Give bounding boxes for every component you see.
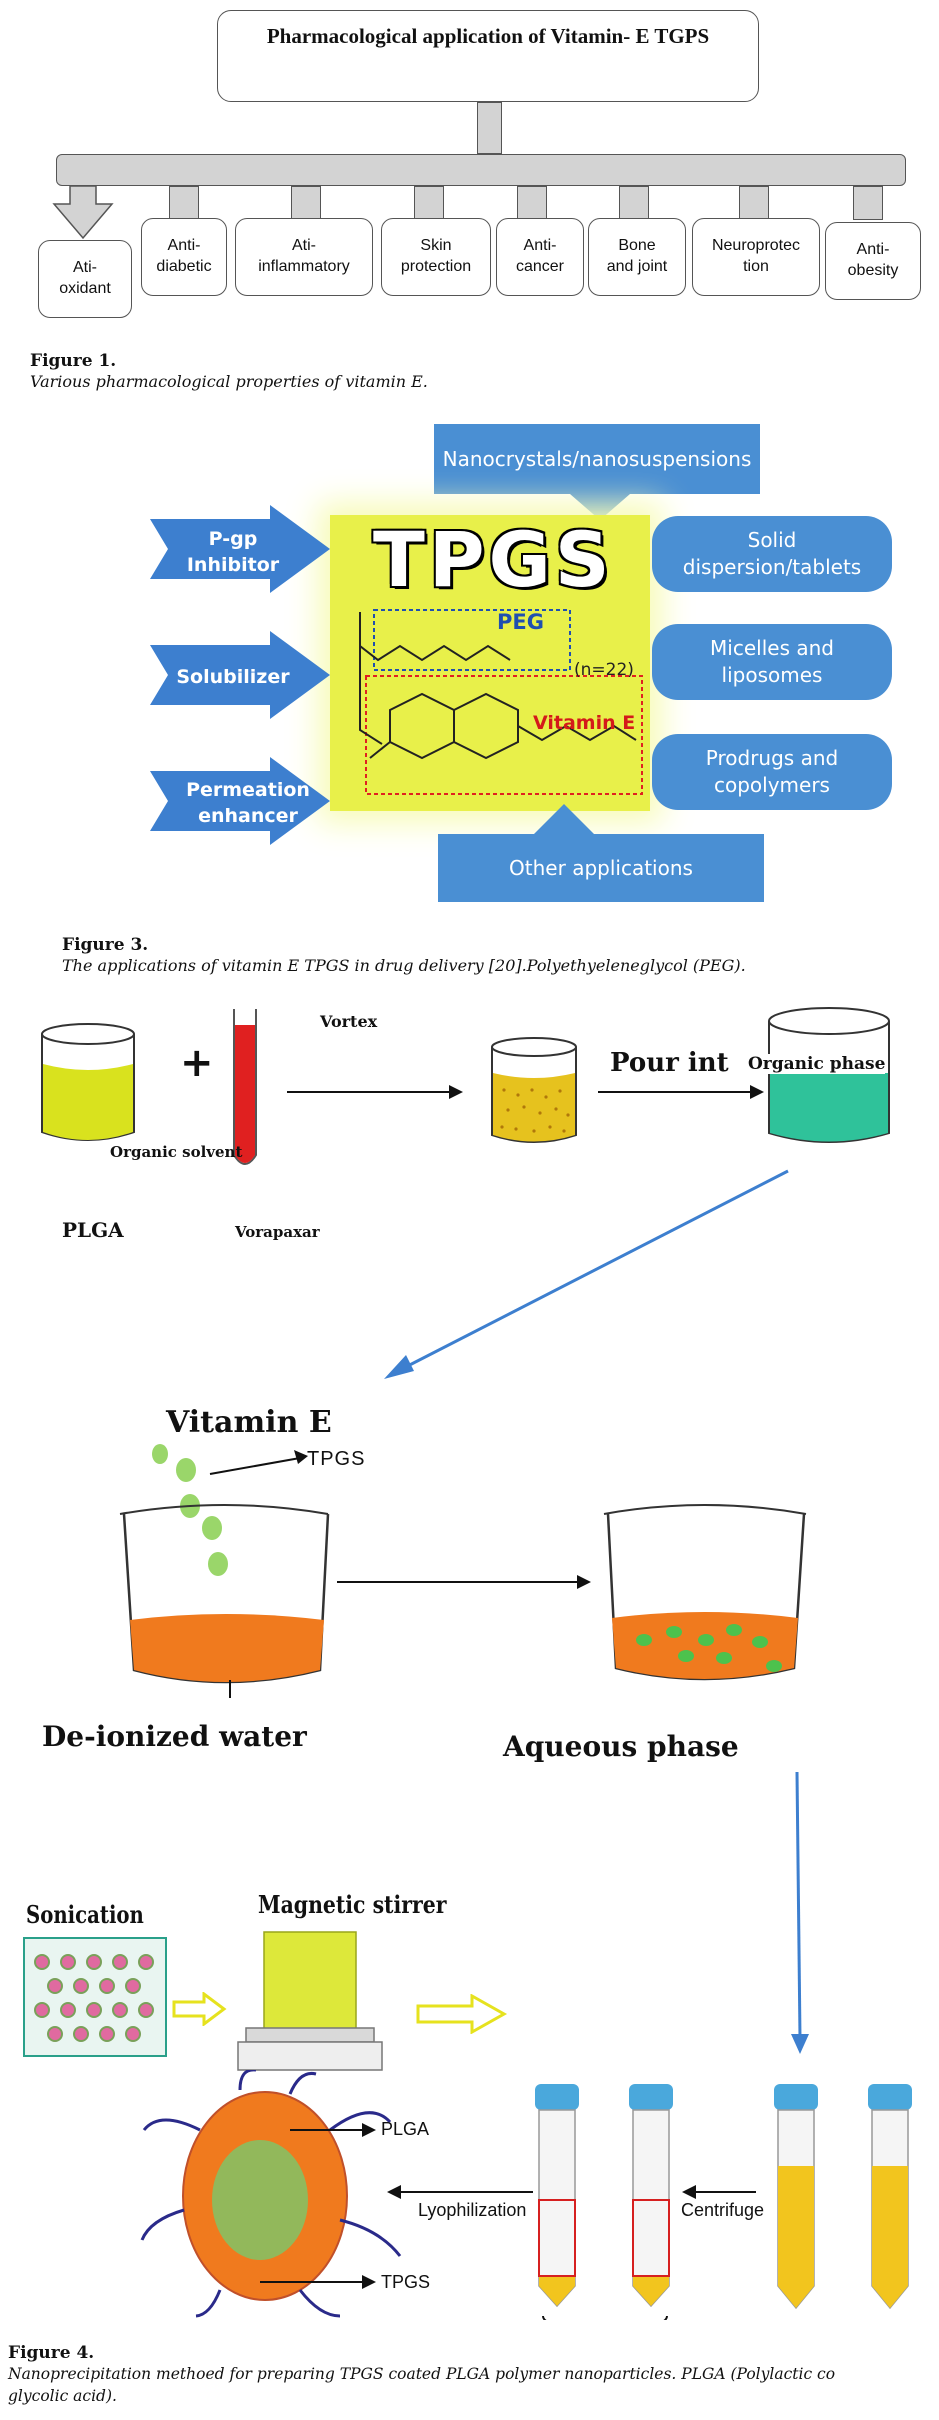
nanoparticle-diagram (140, 2070, 402, 2318)
f3-bottom-label: Other applications (438, 834, 764, 902)
np-plga-label: PLGA (381, 2119, 430, 2139)
f1-stub (739, 186, 769, 220)
f3-molecule-diagram (359, 609, 643, 795)
f1-item-antiinflammatory: Ati- inflammatory (235, 218, 373, 296)
f1-stub (517, 186, 547, 220)
centrifuge-tubes (774, 2084, 912, 2310)
aqueous-phase-beaker (603, 1504, 807, 1681)
pour-label: Pour int (610, 1048, 729, 1078)
yellow-arrow-icon (172, 1992, 227, 2026)
f1-down-arrow-icon (52, 186, 114, 240)
figure-4-caption-text-2: glycolic acid). (8, 2387, 117, 2405)
f3-tpgs-panel (330, 515, 650, 811)
organic-solvent-beaker (41, 1023, 135, 1141)
centrifuge-arrow-icon (682, 2185, 756, 2199)
sonication-beaker (23, 1937, 167, 2057)
f1-bar (56, 154, 906, 186)
f3-n-label: (n=22) (574, 660, 634, 680)
deionized-water-label: De-ionized water (42, 1720, 307, 1753)
figure-1-caption-text: Various pharmacological properties of vi… (30, 372, 428, 391)
f1-stub (414, 186, 444, 220)
processed-tubes (535, 2084, 673, 2320)
f1-item-skin: Skin protection (381, 218, 491, 296)
f3-arrow-pgp: P-gp Inhibitor (186, 528, 280, 576)
yellow-arrow-icon (416, 1994, 508, 2034)
f3-pill-solid: Solid dispersion/tablets (652, 516, 892, 592)
sonication-label: Sonication (26, 1900, 144, 1929)
np-tpgs-label: TPGS (381, 2272, 431, 2292)
organic-phase-label: Organic phase (748, 1054, 886, 1074)
aqueous-phase-label: Aqueous phase (503, 1730, 739, 1763)
dotted-beaker (491, 1037, 577, 1143)
vitamin-e-label: Vitamin E (166, 1405, 332, 1440)
f1-item-neuro: Neuroprotec tion (692, 218, 820, 296)
vortex-arrow-icon (287, 1085, 463, 1099)
magnetic-stirrer (237, 1931, 383, 2071)
figure-1-caption-label: Figure 1. (30, 351, 117, 371)
f1-item-antiobesity: Anti- obesity (825, 222, 921, 300)
f1-item-antioxidant: Ati- oxidant (38, 240, 132, 318)
lyophilization-label: Lyophilization (418, 2200, 527, 2220)
f1-stub (169, 186, 199, 220)
plga-label: PLGA (62, 1218, 124, 1242)
vorapaxar-label: Vorapaxar (235, 1223, 320, 1241)
red-test-tube (233, 1009, 257, 1165)
tpgs-pointer-label: TPGS (307, 1448, 366, 1470)
f1-item-antidiabetic: Anti- diabetic (141, 218, 227, 296)
vortex-label: Vortex (320, 1012, 378, 1031)
f1-root-box: Pharmacological application of Vitamin- … (217, 10, 759, 102)
f3-pill-micelles: Micelles and liposomes (652, 624, 892, 700)
centrifuge-label: Centrifuge (681, 2200, 765, 2220)
blue-down-arrow-icon (791, 1771, 809, 2054)
figure-4-caption-text-1: Nanoprecipitation methoed for preparing … (8, 2365, 836, 2383)
f3-tpgs-title: TPGS (373, 515, 614, 604)
f1-root-text: Pharmacological application of Vitamin- … (266, 24, 710, 48)
figure-3-caption-text: The applications of vitamin E TPGS in dr… (62, 956, 746, 975)
f3-peg-label: PEG (497, 610, 544, 634)
f3-arrow-permeation: Permeation enhancer (186, 779, 310, 827)
organic-phase-beaker (768, 1007, 890, 1143)
vitamin-drops (152, 1444, 308, 1576)
figure-3-caption-label: Figure 3. (62, 935, 149, 955)
f3-vitamin-label: Vitamin E (533, 712, 636, 734)
blue-transfer-arrow-icon (384, 1169, 789, 1379)
f1-item-bone: Bone and joint (588, 218, 686, 296)
magnetic-stirrer-label: Magnetic stirrer (258, 1890, 447, 1919)
f1-stub (619, 186, 649, 220)
f3-left-arrows (150, 505, 330, 845)
deionized-water-beaker (119, 1504, 330, 1698)
pour-arrow-icon (598, 1085, 764, 1099)
f3-arrow-solubilizer: Solubilizer (176, 666, 290, 688)
mix-arrow-icon (337, 1575, 591, 1589)
organic-solvent-label: Organic solvent (110, 1143, 243, 1161)
f1-stub (291, 186, 321, 220)
f3-pill-prodrugs: Prodrugs and copolymers (652, 734, 892, 810)
f1-item-anticancer: Anti- cancer (496, 218, 584, 296)
plus-sign: + (180, 1040, 214, 1086)
lyophilization-arrow-icon (387, 2185, 533, 2199)
figure-4-caption-label: Figure 4. (8, 2343, 95, 2363)
f3-top-label: Nanocrystals/nanosuspensions (434, 424, 760, 494)
f1-connector (477, 102, 502, 154)
f1-stub (853, 186, 883, 220)
